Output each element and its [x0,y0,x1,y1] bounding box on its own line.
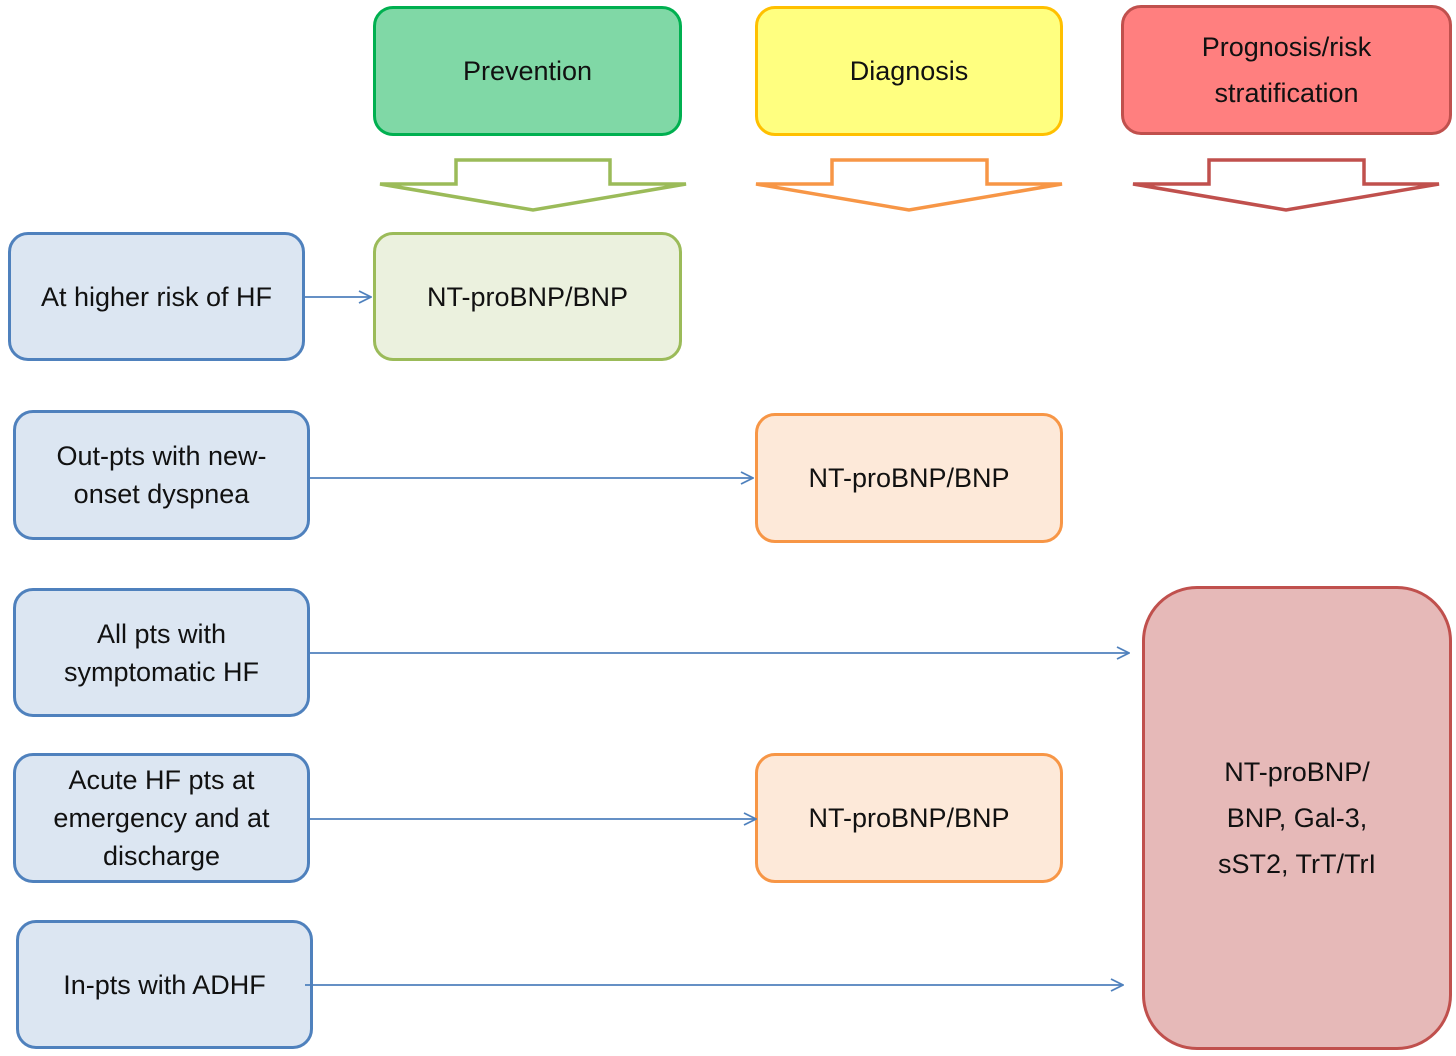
prevention-down-arrow [379,158,687,212]
population-inpts: In-pts with ADHF [16,920,313,1049]
prognosis-down-arrow [1132,158,1440,212]
population-acute-line2: emergency and at [53,803,270,833]
population-acute-line1: Acute HF pts at [68,765,255,795]
diagnosis-acute-biomarker-box: NT-proBNP/BNP [755,753,1063,883]
population-higher-risk: At higher risk of HF [8,232,305,361]
diagnosis-outpts-biomarker-label: NT-proBNP/BNP [808,463,1010,493]
diagnosis-header: Diagnosis [755,6,1063,136]
population-outpts-line1: Out-pts with new- [56,441,267,471]
diagnosis-down-arrow [755,158,1063,212]
population-acute: Acute HF pts at emergency and at dischar… [13,753,310,883]
prognosis-header: Prognosis/risk stratification [1121,5,1452,135]
prognosis-header-line2: stratification [1214,78,1359,108]
prognosis-biomarker-line3: sST2, TrT/TrI [1218,849,1376,879]
population-outpts: Out-pts with new- onset dyspnea [13,410,310,540]
population-allpts: All pts with symptomatic HF [13,588,310,717]
prevention-header: Prevention [373,6,682,136]
population-allpts-line2: symptomatic HF [63,656,260,687]
prevention-biomarker-label: NT-proBNP/BNP [426,281,629,312]
population-outpts-line2: onset dyspnea [73,479,250,509]
population-allpts-line1: All pts with [96,618,227,649]
prognosis-biomarker-line2: BNP, Gal-3, [1226,803,1368,833]
prognosis-biomarker-line1: NT-proBNP/ [1224,757,1370,787]
population-acute-line3: discharge [102,841,221,871]
diagnosis-header-label: Diagnosis [849,56,969,86]
diagnosis-outpts-biomarker-box: NT-proBNP/BNP [755,413,1063,543]
prognosis-header-line1: Prognosis/risk [1201,32,1372,62]
prevention-biomarker-box: NT-proBNP/BNP [373,232,682,361]
diagnosis-acute-biomarker-label: NT-proBNP/BNP [808,803,1010,833]
prognosis-biomarker-box: NT-proBNP/ BNP, Gal-3, sST2, TrT/TrI [1142,586,1452,1050]
prevention-header-label: Prevention [462,56,593,86]
population-higher-risk-label: At higher risk of HF [40,281,273,312]
population-inpts-label: In-pts with ADHF [63,969,266,1000]
